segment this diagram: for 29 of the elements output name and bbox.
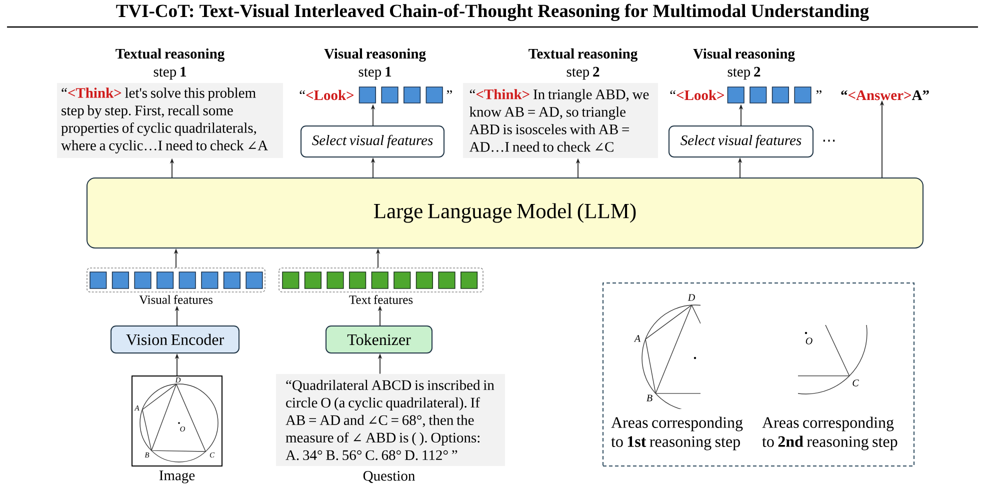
point-label: A (634, 335, 641, 342)
quote-mark: ” (816, 90, 822, 94)
quote-mark: ” (446, 90, 452, 94)
feature-label: Visual features (139, 295, 213, 304)
reasoning-text-box: “<Think> let's solve this problem step by step. First, recall some properties of cyclic quadrilaterals, where a cyclic…I need to check ∠A (57, 83, 283, 158)
point-label: O (806, 338, 812, 344)
reasoning-text-box: “<Think> In triangle ABD, we know AB = AD, so triangle ABD is isosceles with AB = AD…I need to check ∠C (463, 83, 658, 158)
point-label: B (646, 394, 652, 402)
point-label: D (688, 294, 695, 301)
step-heading: Textual reasoning step 2 (528, 48, 638, 80)
feature-label: Text features (349, 295, 413, 304)
look-tag: “<Look> (670, 90, 724, 100)
process-box: Select visual features (668, 126, 814, 158)
image-label: Image (159, 470, 195, 484)
area-description: Areas corresponding to 1st reasoning step (611, 416, 743, 450)
question-label: Question (363, 471, 415, 483)
point-label: C (852, 380, 859, 386)
step-heading: Visual reasoning step 2 (693, 48, 795, 80)
step-heading: Visual reasoning step 1 (324, 48, 426, 80)
area-description: Areas corresponding to 2nd reasoning step (762, 416, 898, 450)
title: TVI-CoT: Text-Visual Interleaved Chain-of-Thought Reasoning for Multimodal Understanding (116, 4, 869, 22)
look-tag: “<Look> (300, 90, 354, 100)
ellipsis: ⋯ (823, 140, 835, 142)
process-box: Select visual features (300, 126, 444, 158)
model-box: Large Language Model (LLM) (86, 178, 924, 248)
encoder-box: Vision Encoder (110, 325, 240, 354)
question-box: “Quadrilateral ABCD is inscribed in circle O (a cyclic quadrilateral). If AB = AD and ∠C = 68°, then the measure of ∠ ABD is ( ). Options: A. 34° B. 56° C. 68° D. 112° ” (276, 374, 505, 466)
tokenizer-box: Tokenizer (326, 325, 432, 354)
answer-text: “<Answer>A” (841, 90, 929, 100)
